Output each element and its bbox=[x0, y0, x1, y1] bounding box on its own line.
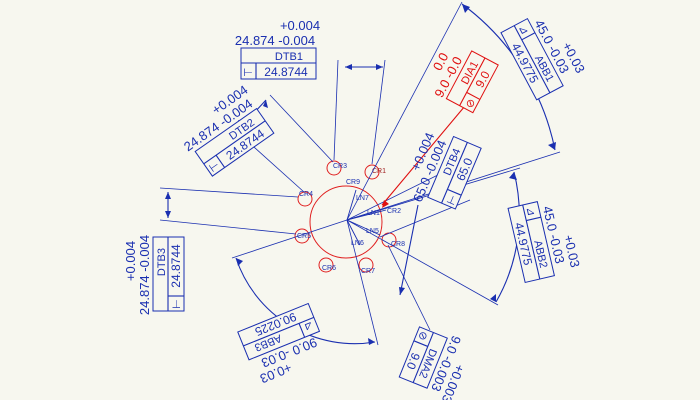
dtb3-name: DTB3 bbox=[156, 248, 168, 276]
dtb1-symbol: ⊢ bbox=[243, 67, 253, 79]
dma2-symbol: ⊘ bbox=[415, 329, 430, 342]
annotation-abb2: +0.03 45.0 -0.03 ⊿ ABB2 44.9775 bbox=[507, 201, 583, 284]
label-cr1: CR1 bbox=[372, 168, 386, 175]
line-ln7 bbox=[346, 189, 357, 221]
annotation-dia1: 0.0 9.0 -0.0 DIA1 ⊘ 9.0 bbox=[430, 50, 499, 114]
label-cr4: CR4 bbox=[299, 191, 313, 198]
feature-circle-cr4 bbox=[297, 191, 313, 207]
label-ln5: LN5 bbox=[366, 228, 379, 235]
dma2-actual: 9.0 bbox=[404, 351, 423, 372]
label-cr9: CR9 bbox=[346, 179, 360, 186]
dtb1-value-tol: 24.874 -0.004 bbox=[235, 33, 315, 48]
annotation-dtb4: +0.004 65.0 -0.004 DTB4 ⊢ 65.0 bbox=[408, 130, 482, 210]
label-cr6: CR6 bbox=[322, 265, 336, 272]
dtb1-actual: 24.8744 bbox=[264, 65, 308, 79]
label-cr3: CR3 bbox=[333, 163, 347, 170]
abb3-symbol: ⊿ bbox=[302, 319, 315, 334]
annotation-dtb3: +0.004 24.874 -0.004 DTB3 ⊢ 24.8744 bbox=[123, 235, 185, 315]
dtb3-actual: 24.8744 bbox=[169, 244, 183, 288]
feature-circle-cr3 bbox=[326, 160, 342, 176]
annotation-abb1: +0.03 45.0 -0.03 ⊿ ABB1 44.9775 bbox=[500, 17, 588, 101]
dtb1-name: DTB1 bbox=[275, 51, 303, 63]
dtb3-tol-plus: +0.004 bbox=[123, 241, 138, 281]
annotation-dma2: +0.003 9.0 -0.003 DMA2 ⊘ 9.0 bbox=[398, 326, 468, 400]
abb2-symbol: ⊿ bbox=[523, 206, 537, 218]
label-ln7: LN7 bbox=[356, 195, 369, 202]
label-ln6: LN6 bbox=[351, 240, 364, 247]
label-cr5: CR5 bbox=[297, 233, 311, 240]
annotation-abb3: +0.03 90.0 -0.03 ⊿ ABB3 90.0225 bbox=[237, 302, 321, 386]
dtb1-tol-plus: +0.004 bbox=[280, 18, 320, 33]
dtb3-value-tol: 24.874 -0.004 bbox=[137, 235, 152, 315]
line-ln5 bbox=[346, 219, 381, 236]
dtb3-symbol: ⊢ bbox=[171, 299, 183, 309]
feature-labels: CR3 CR1 CR9 CR4 CR5 CR6 CR7 CR8 CR2 LN1 … bbox=[297, 163, 405, 275]
line-ln6 bbox=[346, 219, 361, 246]
label-ln1: LN1 bbox=[367, 210, 380, 217]
part-geometry bbox=[294, 160, 397, 273]
abb2-tol-plus: +0.03 bbox=[561, 233, 583, 268]
feature-circle-cr5 bbox=[294, 228, 310, 244]
dtb4-symbol: ⊢ bbox=[445, 193, 460, 207]
label-cr2: CR2 bbox=[387, 208, 401, 215]
label-cr8: CR8 bbox=[391, 241, 405, 248]
feature-circle-cr9 bbox=[364, 164, 380, 180]
dia1-tol-plus: 0.0 bbox=[430, 50, 452, 73]
dimension-lines bbox=[159, 1, 561, 346]
main-bore-circle bbox=[309, 185, 383, 259]
annotation-dtb2: +0.004 24.874 -0.004 DTB2 ⊢ 24.8744 bbox=[181, 82, 275, 177]
feature-circle-cr7 bbox=[358, 257, 374, 273]
feature-circle-cr6 bbox=[318, 257, 334, 273]
annotation-dtb1: +0.004 24.874 -0.004 DTB1 ⊢ 24.8744 bbox=[235, 18, 320, 80]
label-cr7: CR7 bbox=[361, 268, 375, 275]
